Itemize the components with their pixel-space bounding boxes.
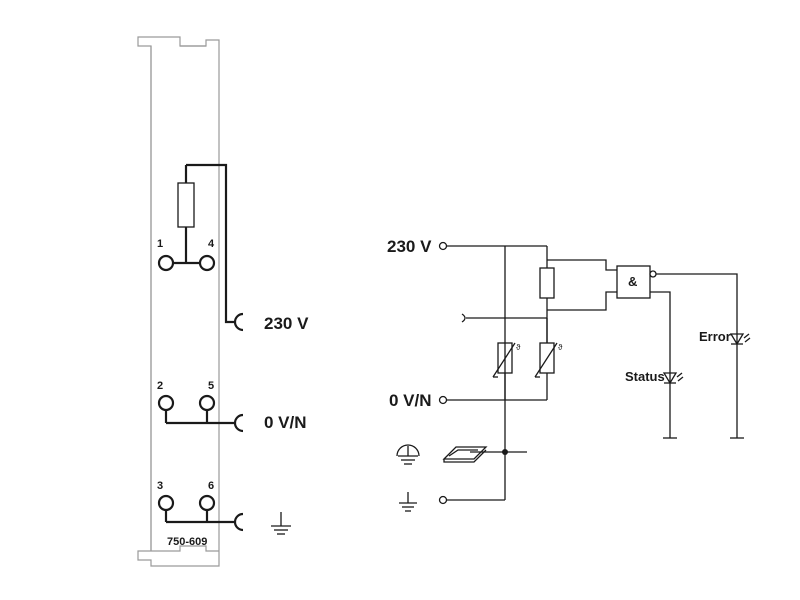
terminal-3-label: 3 — [157, 480, 163, 492]
terminal-1 — [157, 254, 175, 272]
varistor-left-mark: ϑ — [516, 343, 521, 352]
part-number: 750-609 — [167, 536, 207, 548]
and-gate — [616, 265, 651, 299]
earth-clamp — [233, 512, 244, 532]
terminal-2 — [157, 394, 175, 412]
terminal-3 — [157, 494, 175, 512]
terminal-2-label: 2 — [157, 380, 163, 392]
supply-terminal — [438, 241, 448, 251]
status-label: Status — [625, 369, 665, 384]
earth-symbol-left — [271, 512, 291, 535]
fuse-schematic — [539, 267, 555, 299]
terminal-1-label: 1 — [157, 238, 163, 250]
fuse-symbol — [177, 182, 195, 228]
module-housing — [137, 36, 220, 567]
gate-input-2 — [547, 291, 617, 311]
terminal-5-label: 5 — [208, 380, 214, 392]
module-wiring — [157, 163, 291, 535]
protective-earth-icon — [396, 444, 420, 465]
module-neutral-label: 0 V/N — [264, 413, 307, 432]
schematic-supply-label: 230 V — [387, 237, 432, 256]
varistor-left-slash — [492, 342, 516, 378]
and-gate-label: & — [628, 274, 637, 289]
varistor-right-mark: ϑ — [558, 343, 563, 352]
error-line — [656, 273, 738, 438]
gate-input-1 — [547, 259, 617, 271]
terminal-5 — [198, 394, 216, 412]
terminal-6 — [198, 494, 216, 512]
terminal-6-label: 6 — [208, 480, 214, 492]
bus-tap-mark — [461, 313, 466, 323]
status-line — [650, 291, 671, 438]
housing-outline — [137, 36, 220, 567]
schematic-neutral-label: 0 V/N — [389, 391, 432, 410]
status-led-icon — [662, 372, 684, 385]
neutral-clamp — [233, 413, 244, 433]
varistor-right-slash — [534, 342, 558, 378]
schematic: ϑ ϑ & — [396, 241, 751, 512]
earth-symbol-right — [399, 492, 417, 512]
supply-wire — [186, 163, 234, 324]
module-supply-label: 230 V — [264, 314, 309, 333]
gate-inverter — [649, 270, 657, 278]
earth-terminal — [438, 495, 448, 505]
terminal-4-label: 4 — [208, 238, 215, 250]
error-led-icon — [729, 333, 751, 346]
error-label: Error — [699, 329, 731, 344]
terminal-4 — [198, 254, 216, 272]
pe-junction — [502, 449, 508, 455]
din-rail-icon — [442, 446, 488, 463]
supply-clamp — [233, 312, 244, 332]
neutral-terminal — [438, 395, 448, 405]
